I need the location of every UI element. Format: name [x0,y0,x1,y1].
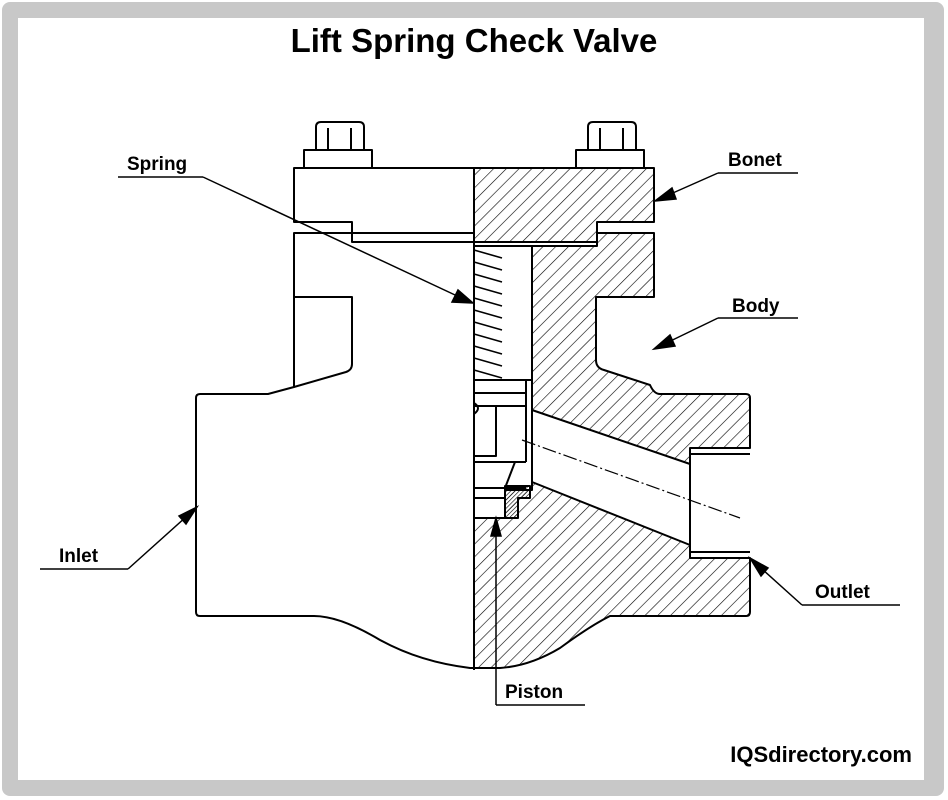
flow-axis [521,439,741,519]
label-outlet: Outlet [815,582,870,603]
body-right-section [531,232,751,465]
bonnet-left [293,167,474,243]
leader-body [651,317,798,351]
diagram-title: Lift Spring Check Valve [290,22,658,59]
leader-bonet [652,172,798,202]
body-left-pocket [293,296,353,388]
outlet-port [689,447,750,559]
diagram-canvas [18,18,924,780]
leader-outlet [747,555,900,606]
leader-inlet [40,505,200,570]
brand-watermark: IQSdirectory.com [730,742,912,767]
leader-piston [490,515,585,706]
spring-cavity [473,245,533,381]
piston-assembly [473,379,533,519]
bonnet-right-section [473,167,655,243]
label-inlet: Inlet [59,546,99,567]
label-spring: Spring [127,154,188,175]
spring-coils [473,249,503,379]
label-body: Body [732,296,780,317]
body-left-outline [195,232,474,669]
bolt-right [575,121,645,169]
label-piston: Piston [505,682,564,703]
body-right-lower-section [473,481,751,669]
label-bonet: Bonet [728,150,782,171]
leader-spring [118,176,476,304]
bolt-left [303,121,373,169]
